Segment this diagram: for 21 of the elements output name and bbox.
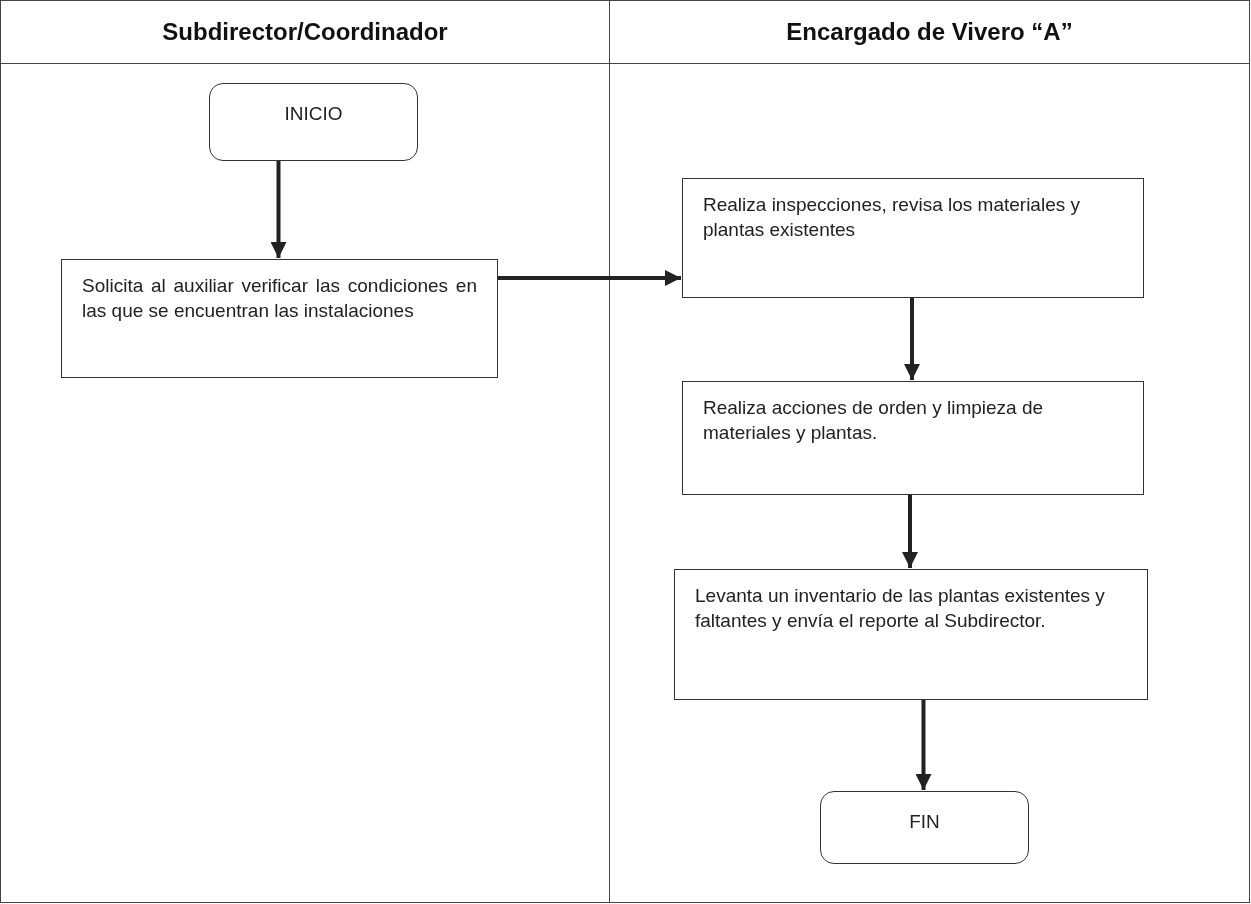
process-box bbox=[674, 569, 1148, 700]
arrow bbox=[497, 270, 681, 286]
lane-title: Encargado de Vivero “A” bbox=[786, 18, 1073, 46]
swimlane bbox=[609, 0, 1250, 903]
arrow bbox=[915, 699, 932, 790]
box-text: Realiza acciones de orden y limpieza de materiales y plantas. bbox=[703, 396, 1045, 445]
terminal-box bbox=[820, 791, 1029, 864]
arrow bbox=[904, 297, 920, 380]
arrow bbox=[902, 494, 918, 568]
process-box bbox=[682, 178, 1144, 298]
box-text: Realiza inspecciones, revisa los materiales y plantas existentes bbox=[703, 193, 1081, 242]
terminal-box bbox=[209, 83, 418, 161]
box-text: FIN bbox=[909, 810, 940, 834]
box-text: Levanta un inventario de las plantas existentes y faltantes y envía el reporte al Subdirector. bbox=[695, 584, 1106, 633]
swimlane bbox=[0, 0, 610, 903]
process-box bbox=[61, 259, 498, 378]
box-text: INICIO bbox=[284, 102, 343, 126]
box-text: Solicita al auxiliar verificar las condiciones en las que se encuentran las instalaciones bbox=[82, 274, 477, 323]
lane-title: Subdirector/Coordinador bbox=[162, 18, 448, 46]
process-box bbox=[682, 381, 1144, 495]
arrow bbox=[270, 160, 287, 258]
